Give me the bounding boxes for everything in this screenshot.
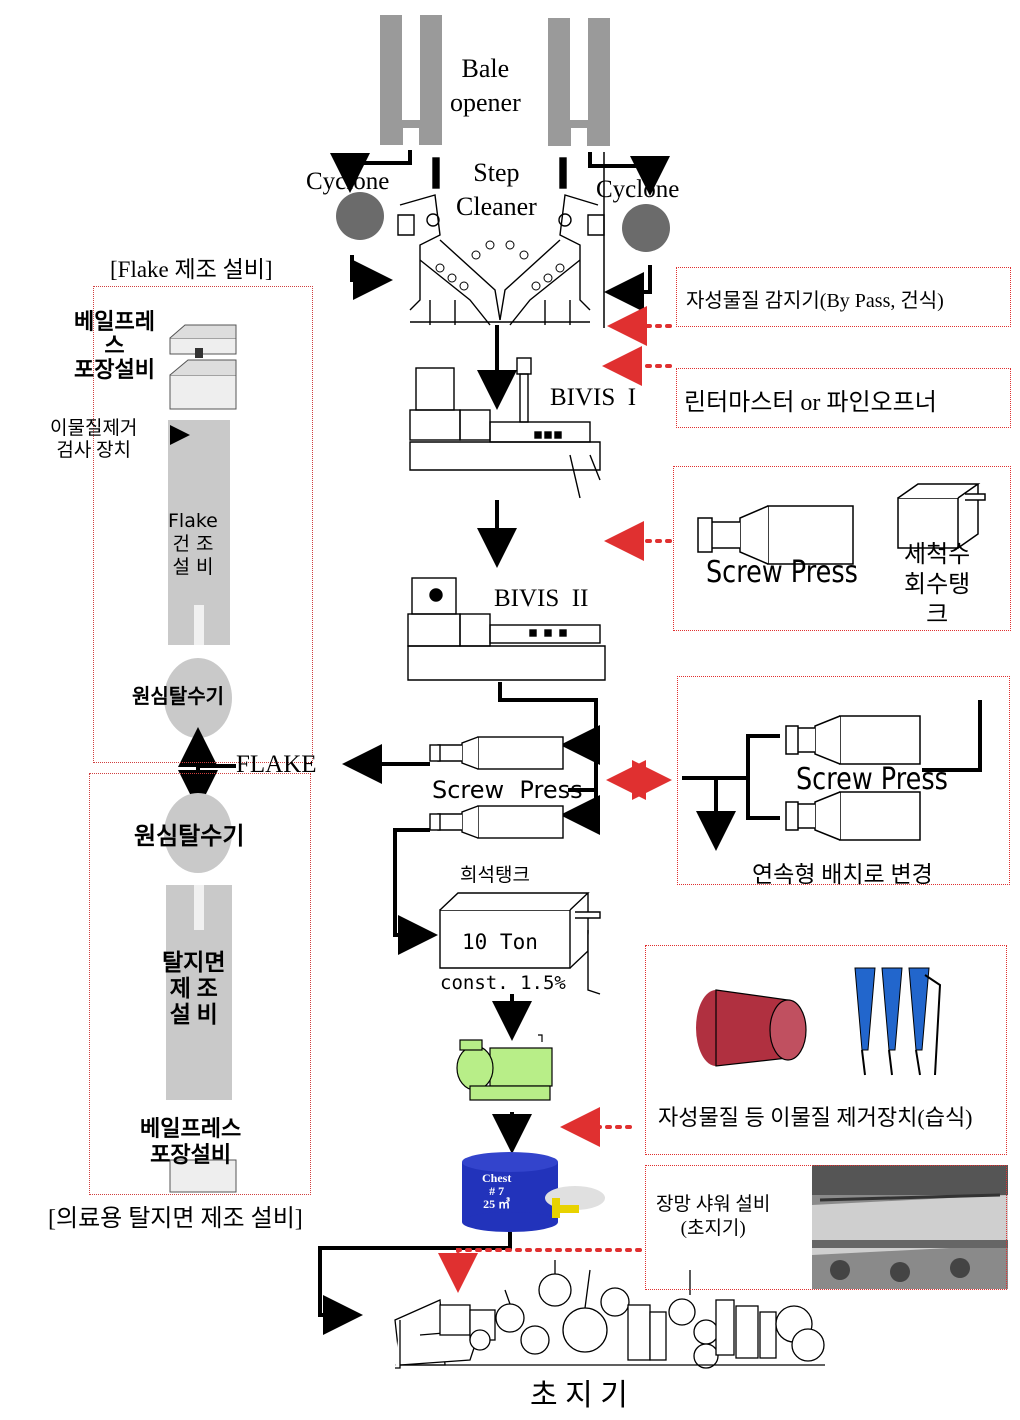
screw-press-box-drawing [697, 483, 986, 565]
bivis1-machine [409, 357, 601, 499]
tank-const-label: const. 1.5% [440, 972, 566, 994]
cotton-equipment-label: 탈지면 제 조 설 비 [162, 950, 226, 1027]
foreign-removal-label: 자성물질 등 이물질 제거장치(습식) [658, 1105, 973, 1130]
screw-press-upper [429, 736, 564, 770]
paper-machine-label: 초 지 기 [530, 1379, 628, 1412]
cyclone-right [622, 204, 670, 252]
flake-label: FLAKE [236, 751, 317, 778]
cotton-section-shapes [164, 793, 237, 1193]
flake-section-title: [Flake 제조 설비] [110, 257, 273, 282]
bale-opener-left [380, 15, 442, 145]
foreign-removal-drawing [696, 967, 942, 1076]
continuous-batch-label: 연속형 배치로 변경 [752, 862, 933, 887]
paper-machine-drawing [394, 1260, 825, 1369]
cotton-equipment-panel [89, 773, 311, 1195]
cyclone-right-label: Cyclone [596, 176, 680, 203]
cotton-centrifuge-label: 원심탈수기 [134, 824, 245, 850]
dilution-tank [439, 892, 601, 995]
wash-water-tank-label: 세척수 회수탱 크 [904, 542, 971, 628]
magnetic-detector-box [676, 267, 1011, 327]
red-dotted-connectors [438, 306, 672, 1293]
linter-master-label: 린터마스터 or 파인오프너 [684, 390, 937, 416]
linter-master-box [676, 368, 1011, 428]
chest-label: Chest # 7 25 ㎥ [482, 1171, 512, 1211]
flake-equipment-panel [93, 286, 313, 763]
tank-capacity-label: 10 Ton [462, 930, 538, 954]
bale-opener-label: Bale opener [450, 54, 521, 117]
wire-shower-photo [812, 1165, 1008, 1289]
wire-shower-label: 장망 샤워 설비 (초지기) [656, 1194, 771, 1239]
bivis1-label: BIVIS I [550, 384, 637, 411]
inspection-label: 이물질제거 검사 장치 [50, 418, 138, 461]
chest-drum [462, 1152, 605, 1232]
cotton-bale-press-label: 베일프레스 포장설비 [140, 1116, 242, 1167]
screw-press-lower [429, 805, 564, 839]
screw-press-label: Screw Press [432, 776, 583, 804]
screw-press-box-label: Screw Press [706, 555, 858, 590]
cyclone-left [336, 192, 384, 240]
bivis2-label: BIVIS II [494, 585, 589, 612]
screw-press-wash-box [673, 466, 1011, 631]
pump-drawing [456, 1034, 553, 1101]
cotton-section-title: [의료용 탈지면 제조 설비] [48, 1206, 303, 1232]
flake-dryer-label: Flake 건 조 설 비 [168, 510, 218, 578]
cyclone-left-label: Cyclone [306, 168, 390, 195]
step-cleaner-label: Step Cleaner [456, 158, 537, 221]
dilution-tank-title: 희석탱크 [460, 864, 530, 886]
continuous-batch-box [677, 676, 1010, 885]
magnetic-detector-label: 자성물질 감지기(By Pass, 건식) [686, 290, 944, 312]
wire-shower-box [645, 1165, 1007, 1290]
step-cleaner-drawing [397, 157, 605, 326]
bale-opener-right [548, 18, 610, 146]
screw-press-pair-label: Screw Press [796, 762, 948, 797]
flake-bale-press-label: 베일프레 스 포장설비 [74, 309, 155, 382]
flake-section-shapes [164, 324, 237, 738]
screw-press-pair-drawing [785, 715, 921, 841]
foreign-removal-box [645, 945, 1007, 1155]
flake-centrifuge-label: 원심탈수기 [132, 686, 224, 708]
bivis2-machine [407, 577, 606, 681]
